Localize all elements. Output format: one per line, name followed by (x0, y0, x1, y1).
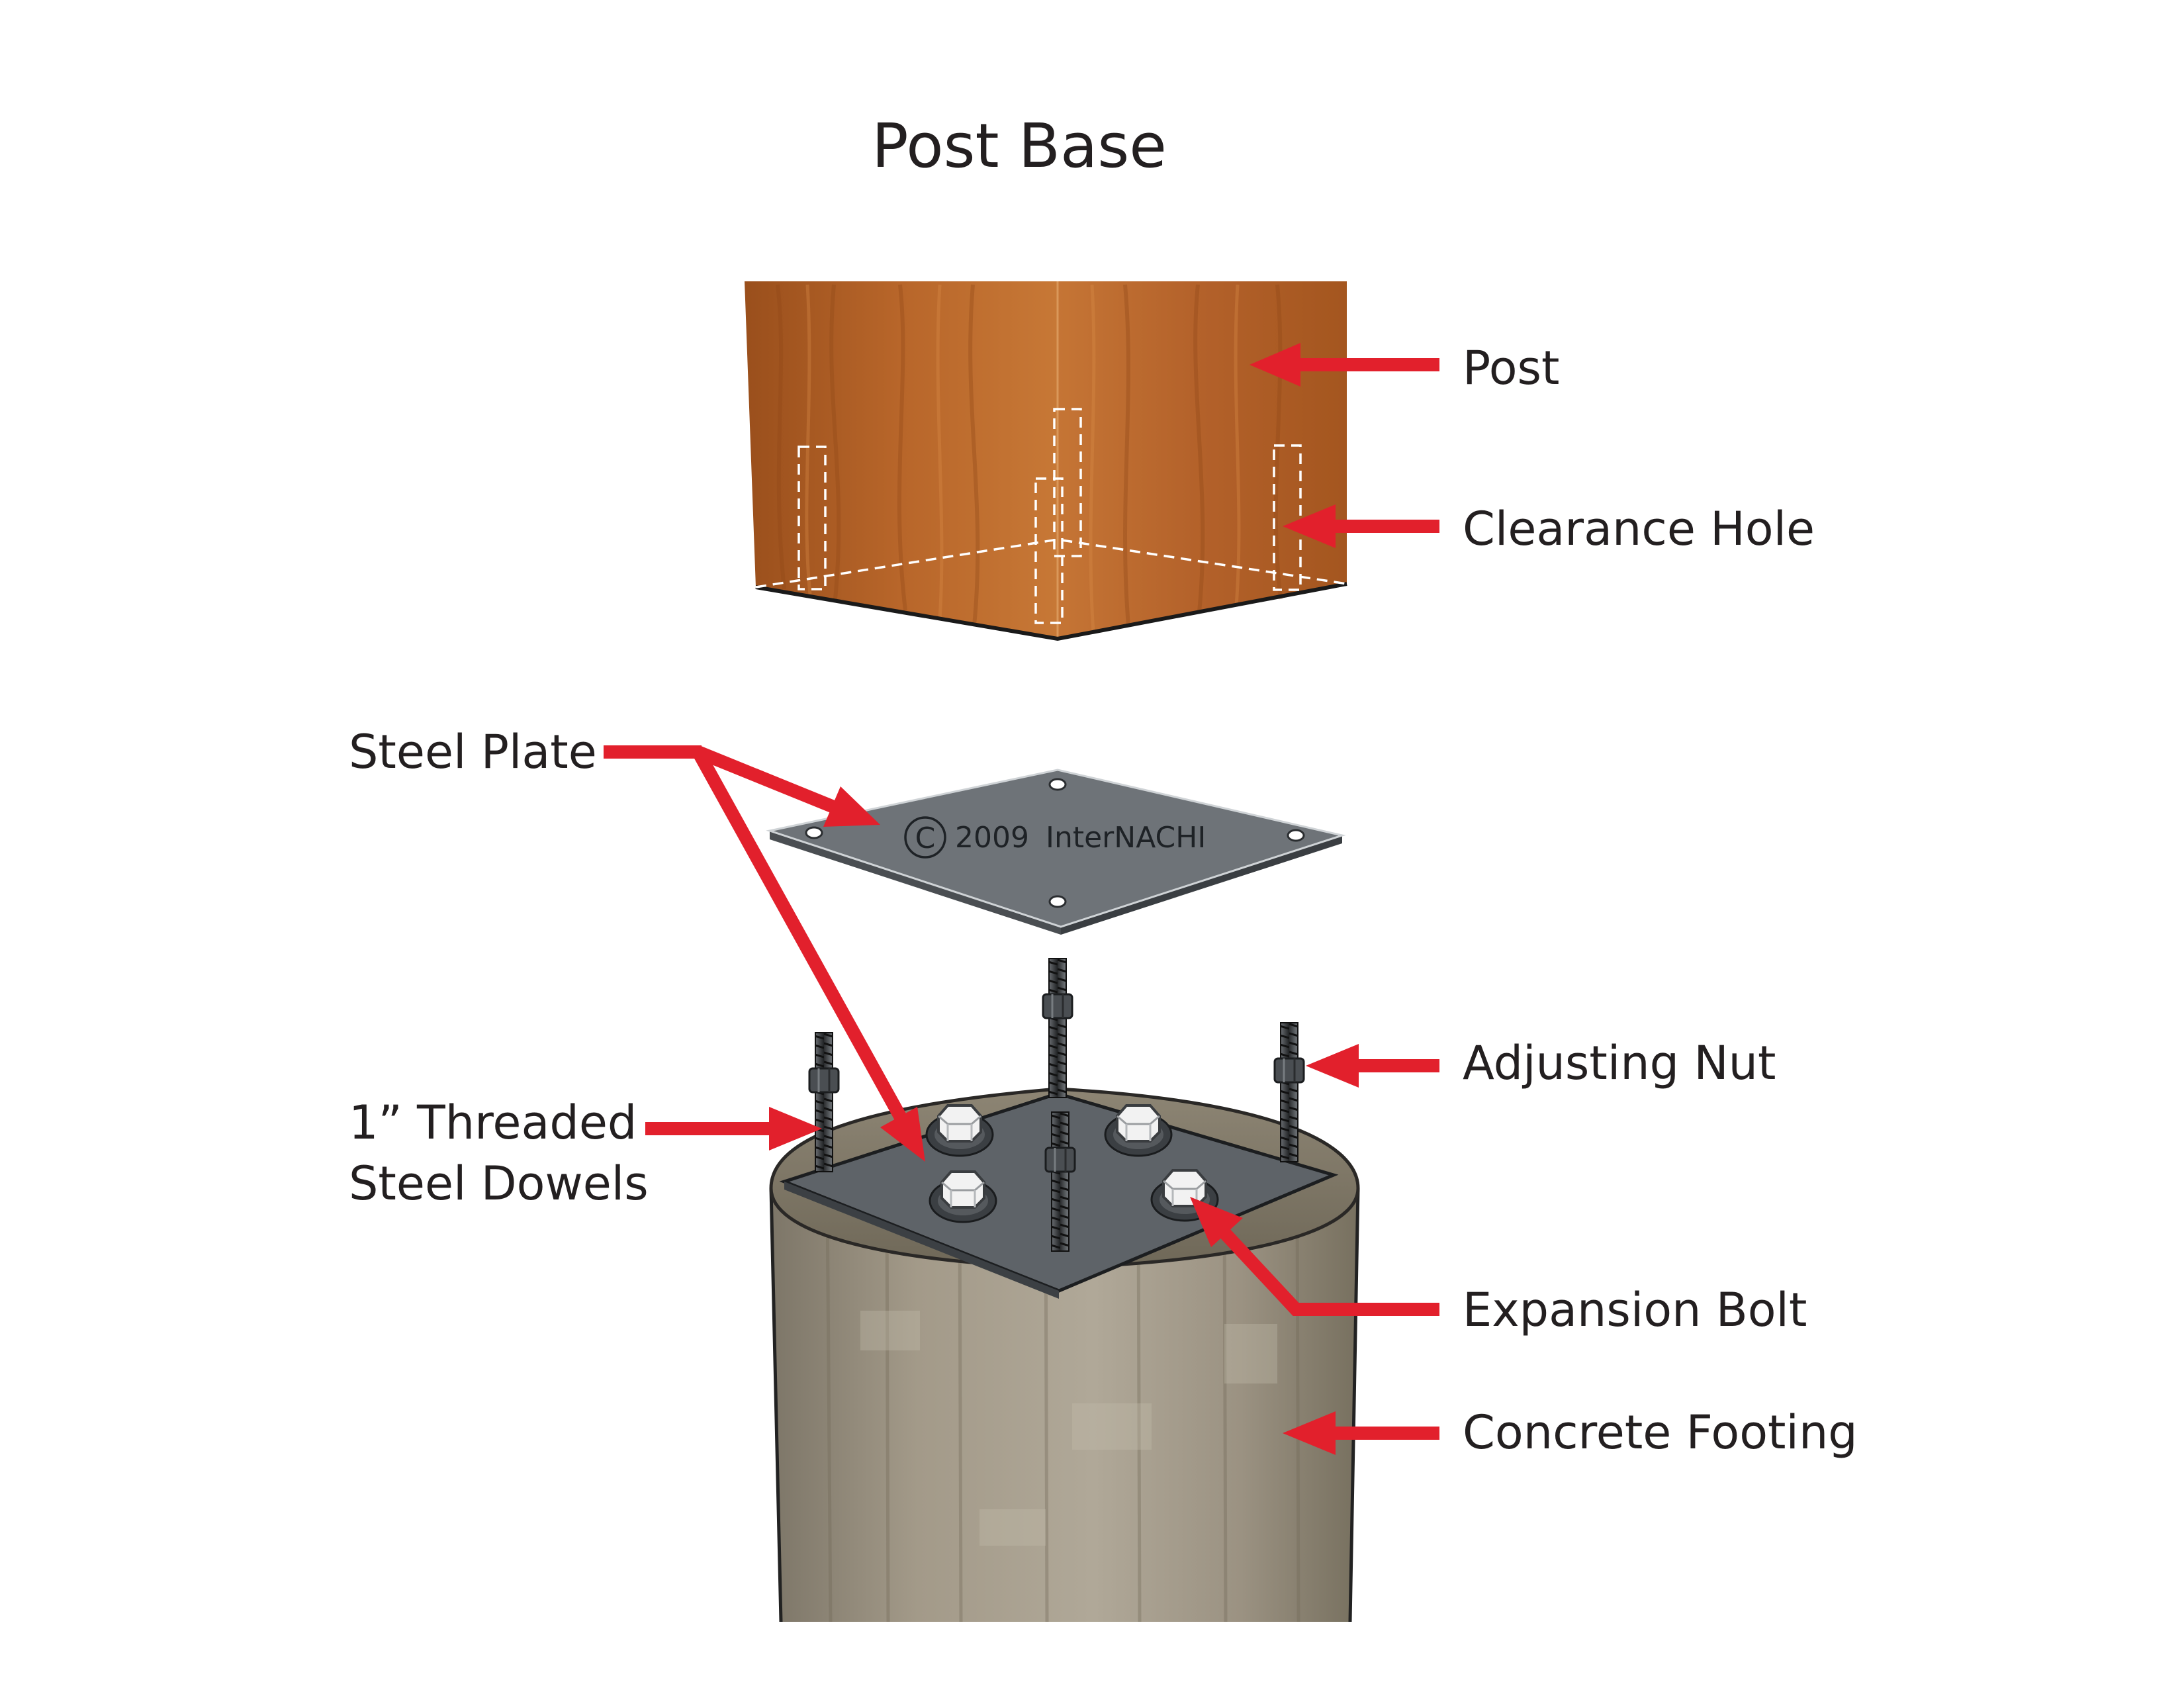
watermark-year: 2009 (955, 821, 1029, 855)
label-concrete-footing: Concrete Footing (1463, 1405, 1858, 1460)
steel-plate: C 2009 InterNACHI (766, 769, 1346, 935)
clearance-holes (797, 408, 1302, 624)
callout-arrows (604, 343, 1439, 1455)
label-adjusting-nut: Adjusting Nut (1463, 1036, 1776, 1090)
copyright-symbol: C (915, 821, 936, 855)
diagram-title: Post Base (872, 111, 1167, 181)
label-expansion-bolt: Expansion Bolt (1463, 1283, 1807, 1337)
watermark-owner: InterNACHI (1046, 821, 1206, 855)
copyright-watermark: C 2009 InterNACHI (904, 816, 1206, 859)
label-clearance-hole: Clearance Hole (1463, 502, 1815, 556)
wood-post (745, 281, 1347, 641)
label-dowels-line2: Steel Dowels (349, 1156, 649, 1211)
label-post: Post (1463, 341, 1559, 395)
label-steel-plate: Steel Plate (349, 725, 597, 779)
label-dowels-line1: 1” Threaded (349, 1096, 637, 1150)
